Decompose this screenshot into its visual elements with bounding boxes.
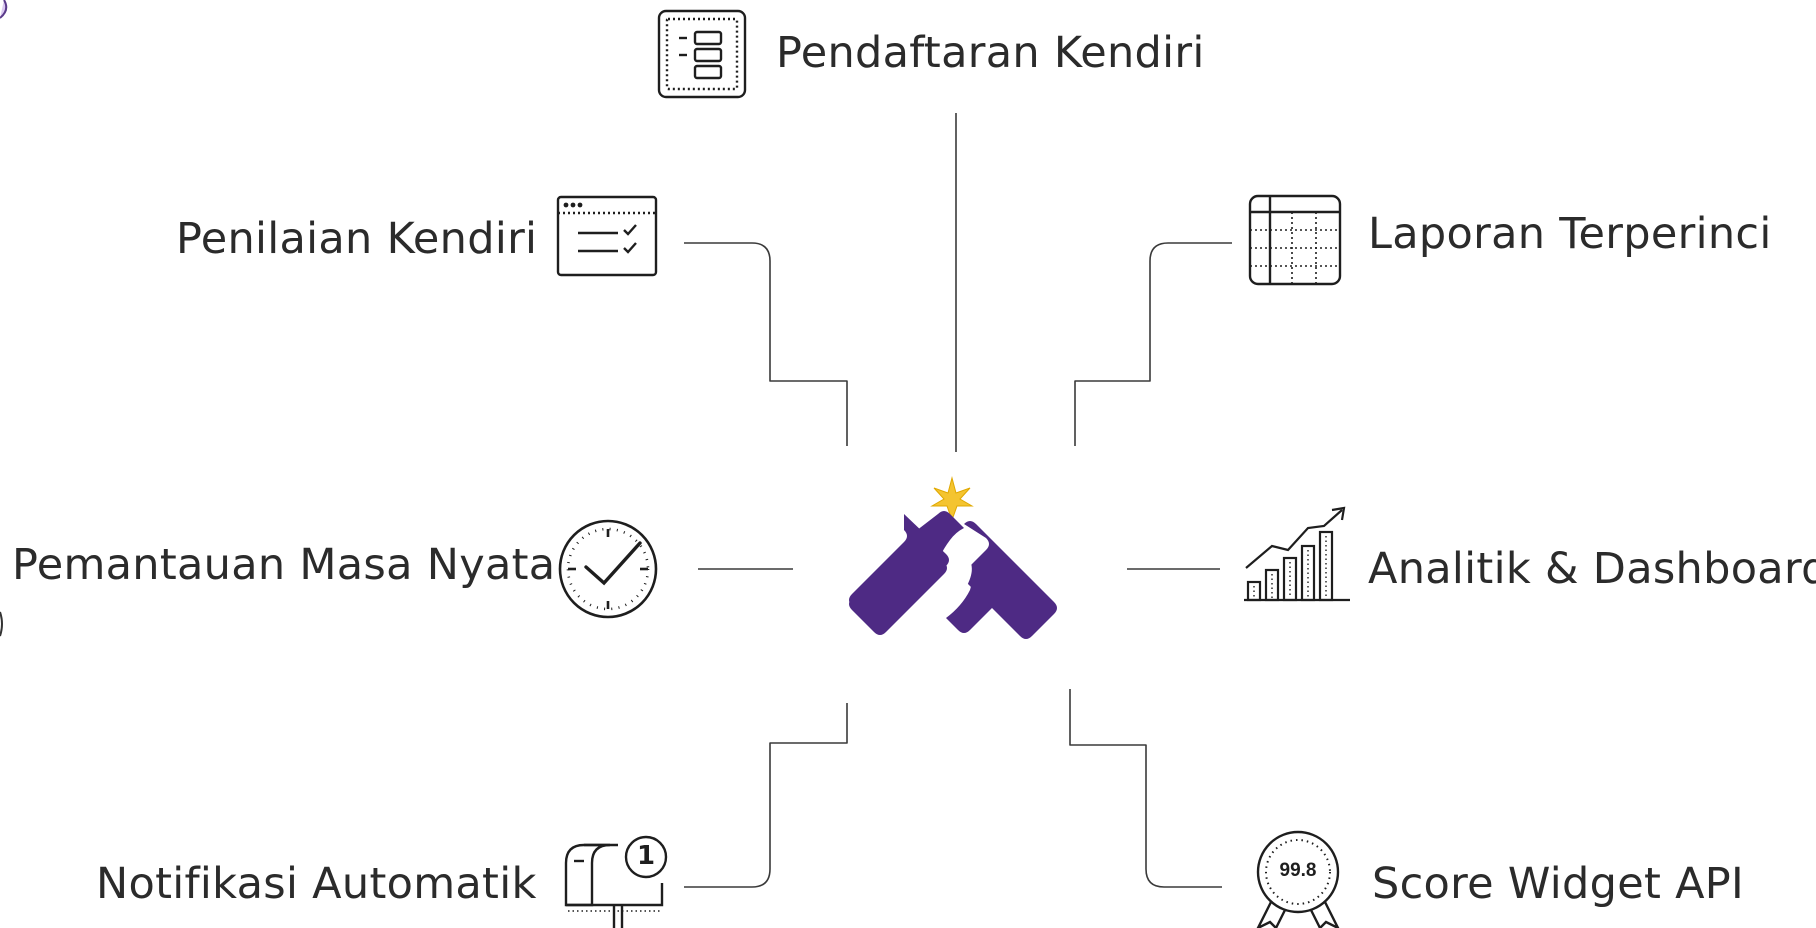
connector-notifikasi: [684, 703, 848, 888]
notification-count: 1: [636, 841, 656, 871]
form-list-icon: [656, 8, 748, 100]
label-penilaian-kendiri: Penilaian Kendiri: [176, 214, 538, 264]
label-notifikasi-automatik: Notifikasi Automatik: [96, 859, 537, 909]
award-badge-icon: [1248, 828, 1348, 928]
brand-logo: [849, 476, 1057, 639]
connector-laporan: [1074, 242, 1232, 446]
mailbox-icon: [562, 833, 672, 928]
label-pemantauan-masa-nyata: Pemantauan Masa Nyata: [12, 540, 556, 590]
score-value: 99.8: [1279, 860, 1317, 881]
label-pendaftaran-kendiri: Pendaftaran Kendiri: [776, 28, 1205, 78]
label-score-widget-api: Score Widget API: [1372, 859, 1745, 909]
checklist-window-icon: [556, 195, 658, 277]
center-node: [846, 474, 1060, 644]
label-laporan-terperinci: Laporan Terperinci: [1368, 209, 1772, 259]
spreadsheet-icon: [1248, 194, 1342, 286]
connector-penilaian: [684, 242, 848, 446]
label-analitik-dashboard: Analitik & Dashboard: [1368, 544, 1816, 594]
edge-decoration: [0, 0, 8, 637]
clock-check-icon: [556, 517, 660, 621]
connector-score: [1069, 689, 1222, 888]
growth-chart-icon: [1242, 504, 1352, 604]
